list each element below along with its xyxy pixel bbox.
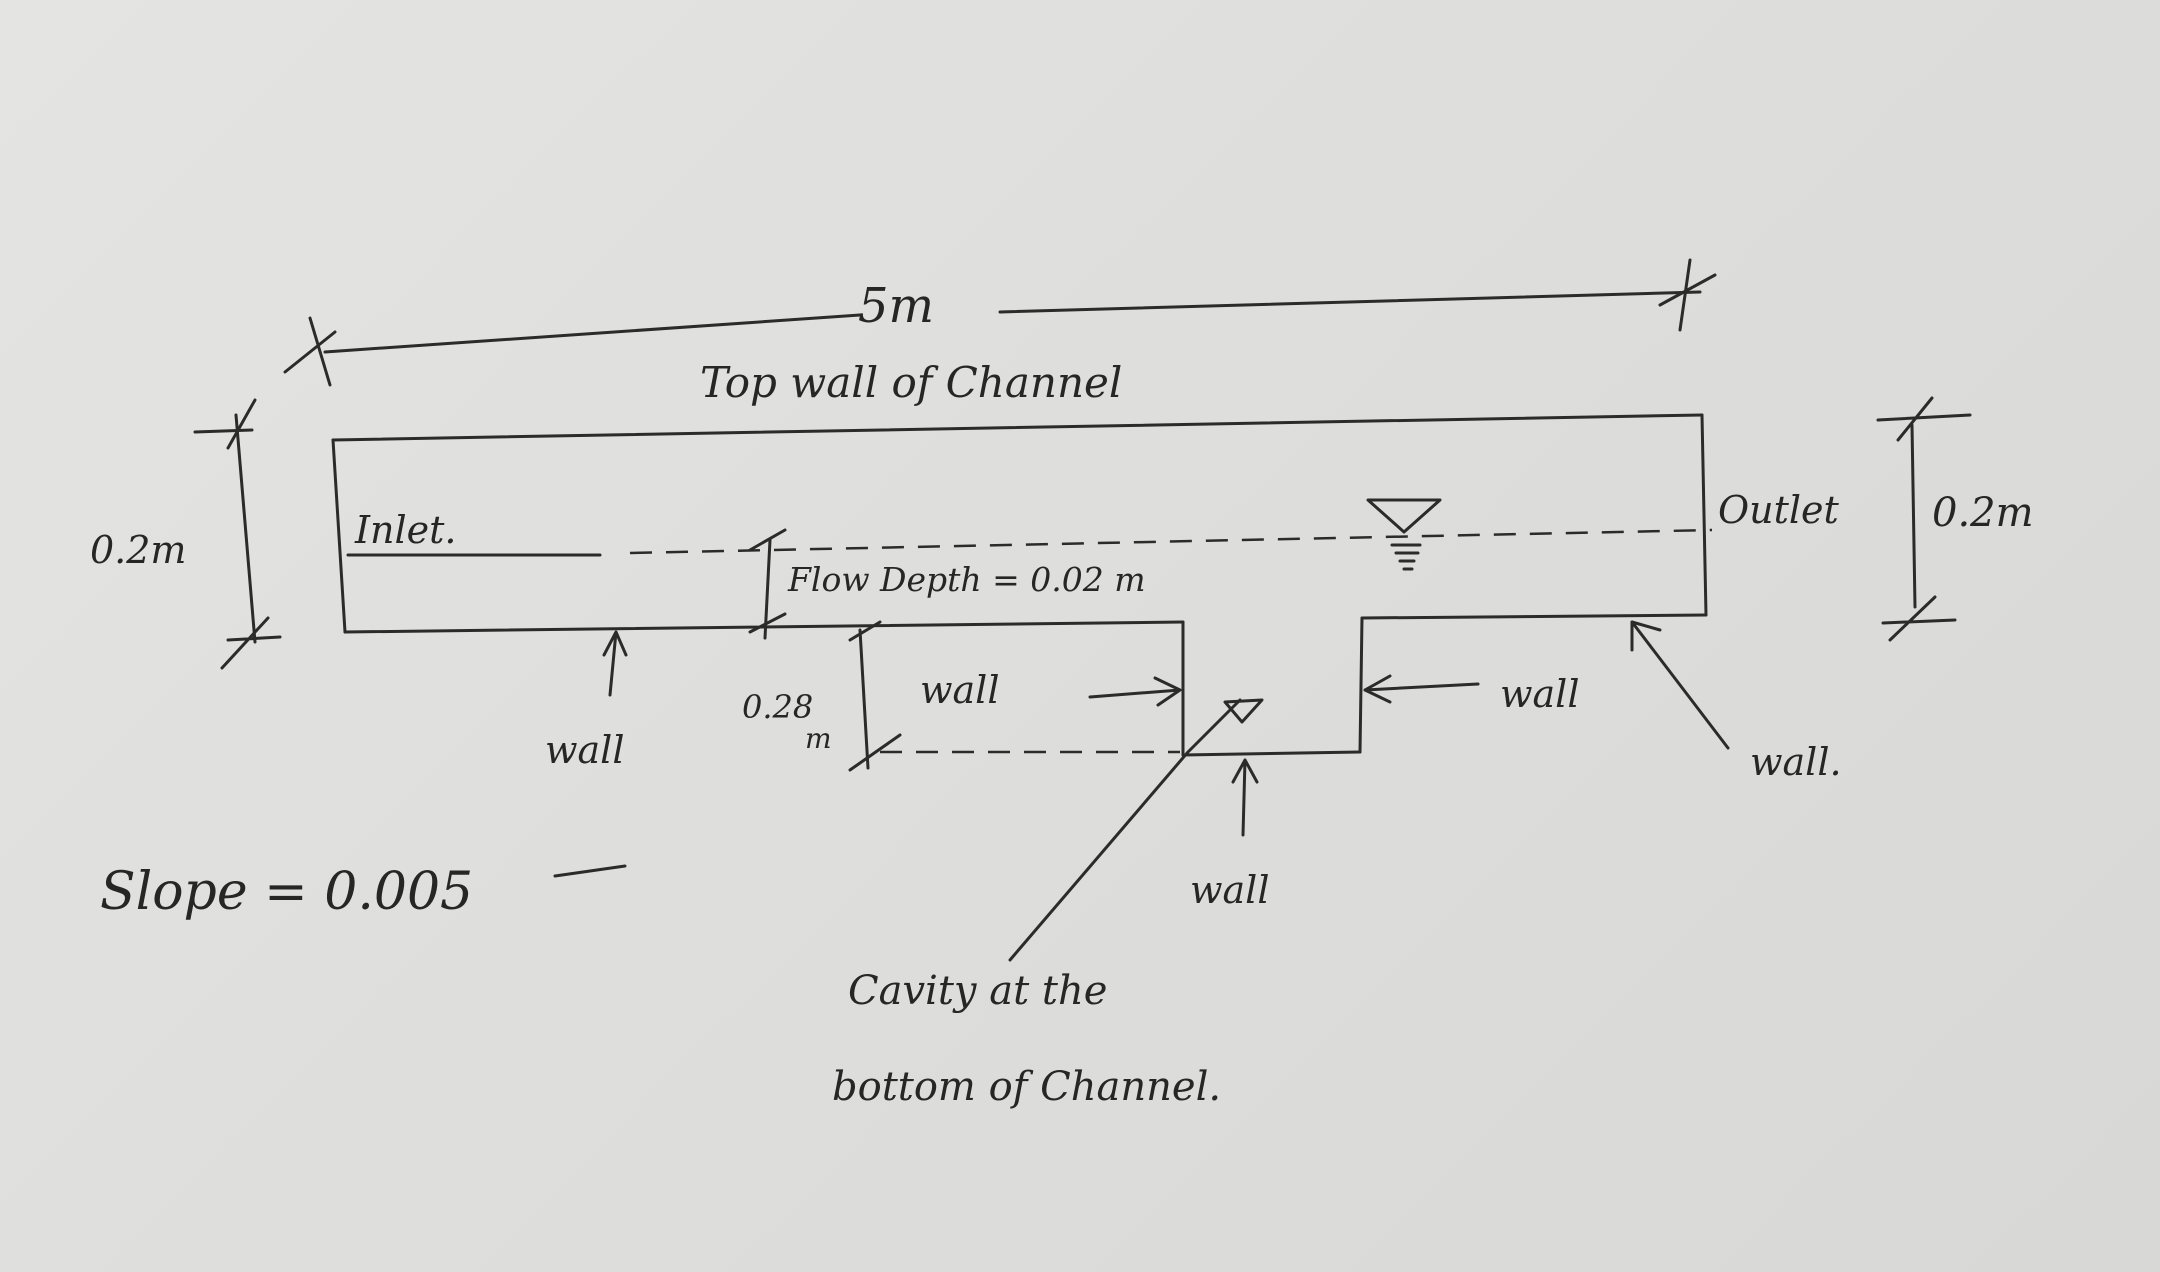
wall-arrow-bottom-left — [602, 630, 628, 697]
flow-depth-label: Flow Depth = 0.02 m — [788, 560, 1146, 599]
cavity-note-line1: Cavity at the — [848, 968, 1108, 1014]
wall-label-bottom-left: wall — [545, 728, 625, 772]
cavity-bottom-wall — [1181, 750, 1362, 757]
cavity-depth-marker — [848, 620, 902, 772]
left-height-dimension-line — [234, 413, 257, 644]
flow-depth-marker — [748, 528, 787, 640]
water-level-triangle-icon — [1366, 498, 1442, 534]
wall-label-outlet: wall. — [1750, 740, 1842, 784]
outlet-label: Outlet — [1718, 488, 1839, 532]
top-wall-label: Top wall of Channel — [700, 358, 1123, 407]
wall-arrow-cavity-left — [1088, 676, 1182, 707]
channel-inlet-boundary — [331, 438, 347, 634]
length-dimension-line — [323, 290, 1702, 354]
cavity-depth-value: 0.28 — [742, 688, 814, 726]
cavity-right-wall — [1358, 616, 1364, 754]
length-label: 5m — [858, 278, 935, 334]
right-height-label: 0.2m — [1932, 490, 2034, 536]
cavity-leader-line — [1008, 698, 1242, 962]
right-height-tick-top — [1876, 396, 1972, 442]
wall-label-cavity-bottom: wall — [1190, 868, 1270, 912]
left-height-label: 0.2m — [90, 528, 187, 572]
slope-underline — [553, 864, 627, 878]
right-height-tick-bottom — [1881, 595, 1957, 642]
right-height-dimension-line — [1910, 423, 1917, 609]
wall-label-cavity-right: wall — [1500, 672, 1580, 716]
inlet-label: Inlet. — [355, 508, 457, 552]
wall-label-cavity-left: wall — [920, 668, 1000, 712]
cavity-note-line2: bottom of Channel. — [832, 1064, 1222, 1110]
length-tick-left — [283, 316, 337, 387]
water-surface-dashed — [629, 528, 1713, 555]
cavity-water-triangle-icon — [1223, 698, 1264, 724]
wall-arrow-outlet — [1630, 620, 1730, 750]
channel-bottom-wall-left — [343, 620, 1185, 634]
water-level-hatch-icon — [1390, 543, 1422, 571]
slope-label: Slope = 0.005 — [100, 862, 474, 922]
wall-arrow-cavity-right — [1363, 674, 1480, 704]
channel-outlet-boundary — [1700, 413, 1708, 617]
channel-bottom-wall-right — [1360, 613, 1708, 620]
left-height-tick-bottom — [220, 616, 282, 670]
left-height-tick-top — [193, 398, 257, 450]
channel-top-wall — [331, 413, 1704, 442]
cavity-depth-unit: m — [805, 722, 832, 755]
wall-arrow-cavity-bottom — [1231, 758, 1259, 837]
length-tick-right — [1658, 258, 1717, 332]
